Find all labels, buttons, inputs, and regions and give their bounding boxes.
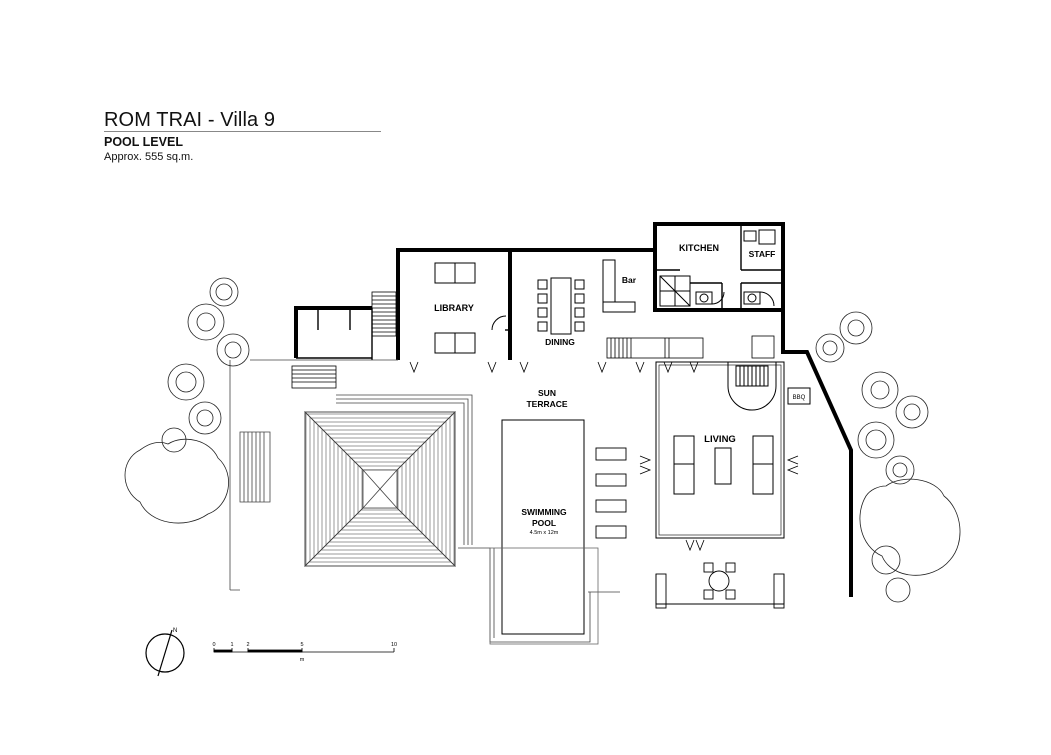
- label-kitchen: KITCHEN: [679, 243, 719, 253]
- outdoor-dining: [655, 562, 785, 609]
- label-pool-1: SWIMMING: [521, 507, 567, 517]
- title-rule: [104, 131, 381, 132]
- bar-counter: [602, 259, 636, 313]
- label-staff: STAFF: [749, 249, 776, 259]
- kitchen-fixtures: [659, 229, 776, 307]
- library-furniture: [434, 262, 507, 354]
- area-label: Approx. 555 sq.m.: [104, 151, 194, 163]
- terrace-boundary: [229, 359, 620, 643]
- scale-tick-2: 2: [246, 642, 249, 648]
- exterior-walls: [294, 222, 853, 597]
- level-label: POOL LEVEL: [104, 135, 183, 149]
- label-pool-2: POOL: [532, 518, 556, 528]
- scale-tick-1: 1: [230, 642, 233, 648]
- scale-tick-5: 5: [300, 642, 303, 648]
- scale-tick-10: 10: [391, 642, 397, 648]
- trees-right: [815, 311, 961, 603]
- label-bar: Bar: [622, 275, 637, 285]
- swimming-pool: [489, 419, 599, 645]
- north-label: N: [173, 628, 177, 634]
- interior-walls: [296, 224, 783, 360]
- dining-table: [537, 277, 585, 335]
- dining-steps: [606, 335, 775, 359]
- label-sun-terrace-2: TERRACE: [526, 399, 567, 409]
- trees-left: [124, 277, 250, 524]
- door-markers: [409, 361, 799, 552]
- scale-tick-0: 0: [212, 642, 215, 648]
- label-bbq: BBQ: [793, 395, 806, 401]
- scale-labels: 0 1 2 5 10 m: [212, 642, 397, 663]
- north-arrow: N: [145, 628, 185, 677]
- label-library: LIBRARY: [434, 303, 474, 313]
- library-stair: [371, 291, 397, 337]
- scale-unit: m: [300, 657, 305, 663]
- plan-title: ROM TRAI - Villa 9: [104, 109, 276, 131]
- terrace-stair: [291, 365, 337, 389]
- label-pool-size: 4.5m x 12m: [530, 530, 559, 536]
- scale-bar: [213, 648, 395, 653]
- sun-loungers: [595, 447, 627, 539]
- pavilion-roof: [304, 411, 456, 567]
- living-room: [655, 361, 811, 539]
- label-dining: DINING: [545, 337, 575, 347]
- label-living: LIVING: [704, 434, 736, 445]
- label-sun-terrace-1: SUN: [538, 388, 556, 398]
